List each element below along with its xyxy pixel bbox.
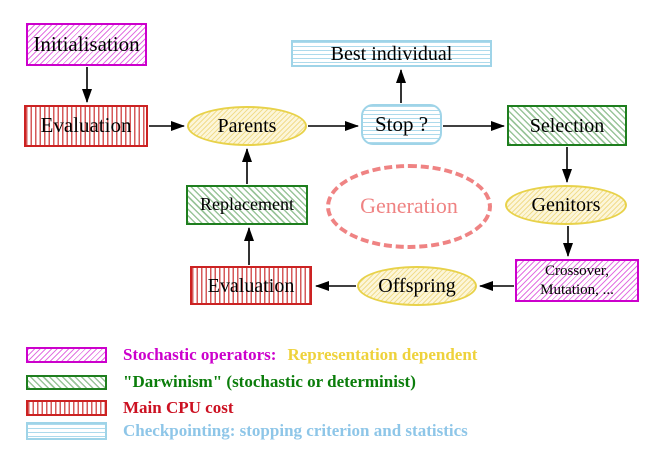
- node-replacement: Replacement: [186, 185, 308, 225]
- legend-row-darwinism: "Darwinism" (stochastic or determinist): [26, 372, 416, 392]
- node-stop: Stop ?: [361, 104, 442, 145]
- node-selection: Selection: [507, 105, 627, 146]
- node-best-individual: Best individual: [291, 40, 492, 67]
- legend-swatch-green-hatch: [26, 374, 107, 390]
- legend-label-darwinism: "Darwinism" (stochastic or determinist): [123, 372, 416, 391]
- legend-swatch-red-stripes: [26, 400, 107, 416]
- legend-row-checkpointing: Checkpointing: stopping criterion and st…: [26, 421, 468, 441]
- legend-swatch-cyan-stripes: [26, 422, 107, 440]
- node-crossover-mutation: Crossover, Mutation, ...: [515, 259, 639, 302]
- node-offspring: Offspring: [357, 266, 477, 306]
- node-evaluation-top: Evaluation: [24, 105, 148, 147]
- legend-row-main-cpu-cost: Main CPU cost: [26, 398, 233, 418]
- legend-label-checkpointing: Checkpointing: stopping criterion and st…: [123, 421, 468, 440]
- crossover-line: Crossover,: [545, 262, 609, 279]
- node-initialisation: Initialisation: [26, 23, 147, 66]
- node-evaluation-bottom: Evaluation: [190, 266, 312, 305]
- legend-row-stochastic-operators: Stochastic operators: Representation dep…: [26, 345, 477, 365]
- legend-label-main-cpu-cost: Main CPU cost: [123, 398, 234, 417]
- node-genitors: Genitors: [505, 185, 627, 225]
- legend-swatch-magenta-hatch: [26, 347, 107, 363]
- legend-label-representation-dependent: Representation dependent: [287, 345, 478, 364]
- node-parents: Parents: [187, 106, 307, 146]
- mutation-line: Mutation, ...: [540, 281, 614, 298]
- legend-label-stochastic-operators: Stochastic operators:: [123, 345, 277, 364]
- node-generation: Generation: [326, 164, 492, 249]
